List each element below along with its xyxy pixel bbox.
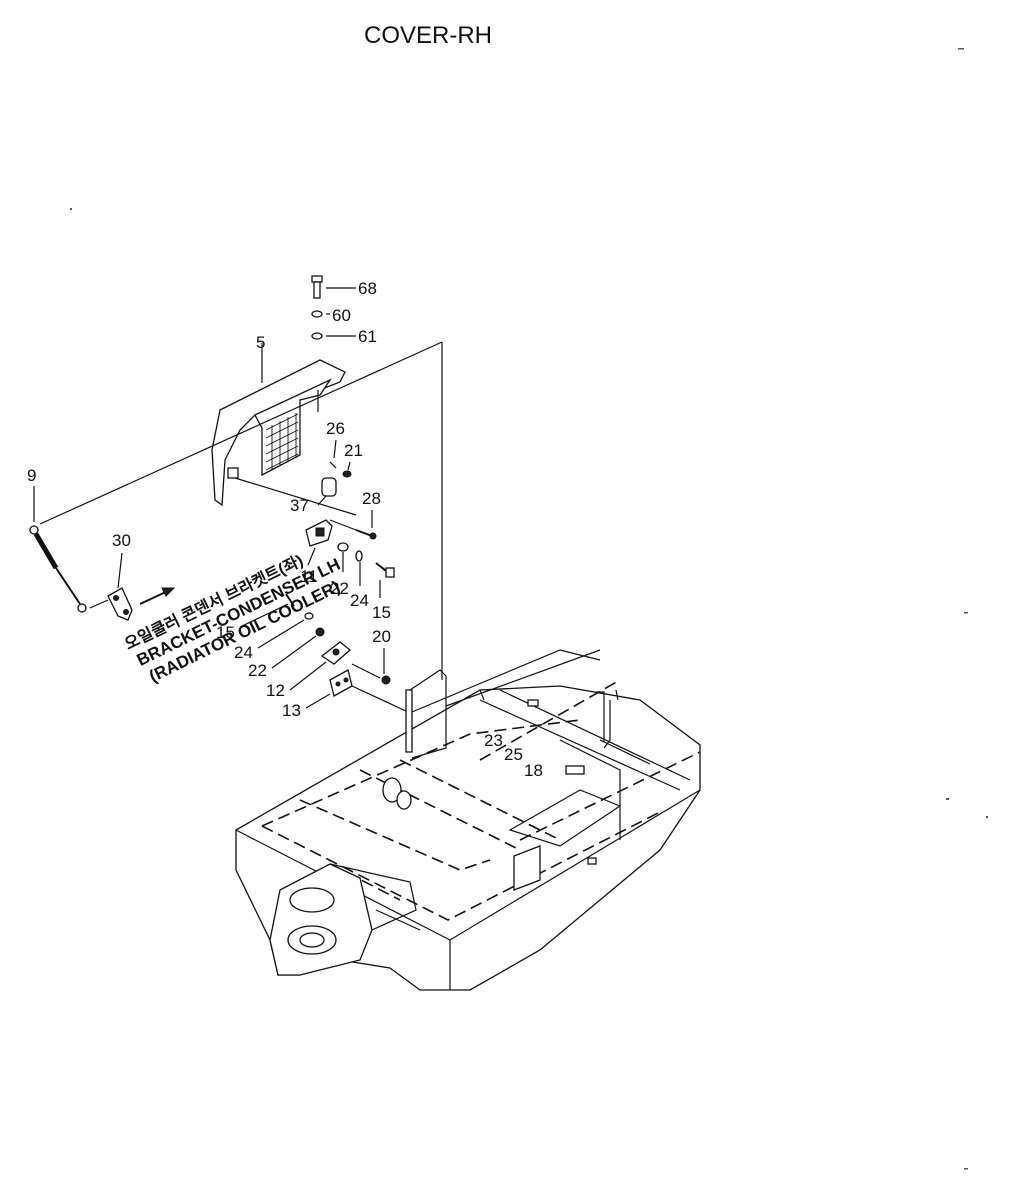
washer-60 <box>311 310 330 318</box>
callout-30: 30 <box>112 531 131 550</box>
callout-21: 21 <box>344 441 363 460</box>
callout-24-lower: 24 <box>234 643 253 662</box>
callout-22-upper: 22 <box>330 579 349 598</box>
callout-13: 13 <box>282 701 301 720</box>
leader-cover-spring <box>39 341 443 525</box>
callout-24-upper: 24 <box>350 591 369 610</box>
note-arrow <box>139 587 176 605</box>
bolt-15-lower <box>239 593 295 628</box>
nut-21 <box>342 461 352 478</box>
washer-24-lower <box>257 612 314 649</box>
callout-11: 11 <box>300 567 318 586</box>
callout-12: 12 <box>266 681 285 700</box>
callout-23: 23 <box>484 731 503 750</box>
bracket-note: 오일쿨러 콘덴서 브라켓트(좌) BRACKET-CONDENSER LH (R… <box>122 551 343 686</box>
callout-18: 18 <box>524 761 543 780</box>
page-title: COVER-RH <box>364 22 493 49</box>
callout-9: 9 <box>27 466 36 485</box>
latch-11 <box>305 519 333 566</box>
callout-37: 37 <box>290 496 309 515</box>
callout-15-lower: 15 <box>216 623 235 642</box>
bracket-30 <box>89 552 133 621</box>
callout-20: 20 <box>372 627 391 646</box>
bracket-12 <box>289 641 352 691</box>
washer-61 <box>311 332 356 340</box>
washer-22-lower <box>271 627 325 669</box>
scan-specks <box>70 48 988 1170</box>
washer-22-upper <box>337 542 349 572</box>
pin-26 <box>329 439 337 469</box>
bolt-15-upper <box>375 562 395 598</box>
nut-20 <box>351 648 391 685</box>
callout-60: 60 <box>332 306 351 325</box>
bolt-28 <box>355 510 377 540</box>
callout-22-lower: 22 <box>248 661 267 680</box>
callout-15-upper: 15 <box>372 603 391 622</box>
callout-68: 68 <box>358 279 377 298</box>
upper-frame <box>235 649 701 991</box>
callout-61: 61 <box>358 327 377 346</box>
hinge-37 <box>317 477 337 506</box>
callout-28: 28 <box>362 489 381 508</box>
gas-spring-9 <box>29 486 87 613</box>
callout-25: 25 <box>504 745 523 764</box>
bolt-68 <box>311 275 356 299</box>
callout-26: 26 <box>326 419 345 438</box>
washer-24-upper <box>355 550 363 586</box>
callout-5: 5 <box>256 333 265 352</box>
cover-panel-5 <box>211 343 346 507</box>
plate-13 <box>305 669 353 709</box>
